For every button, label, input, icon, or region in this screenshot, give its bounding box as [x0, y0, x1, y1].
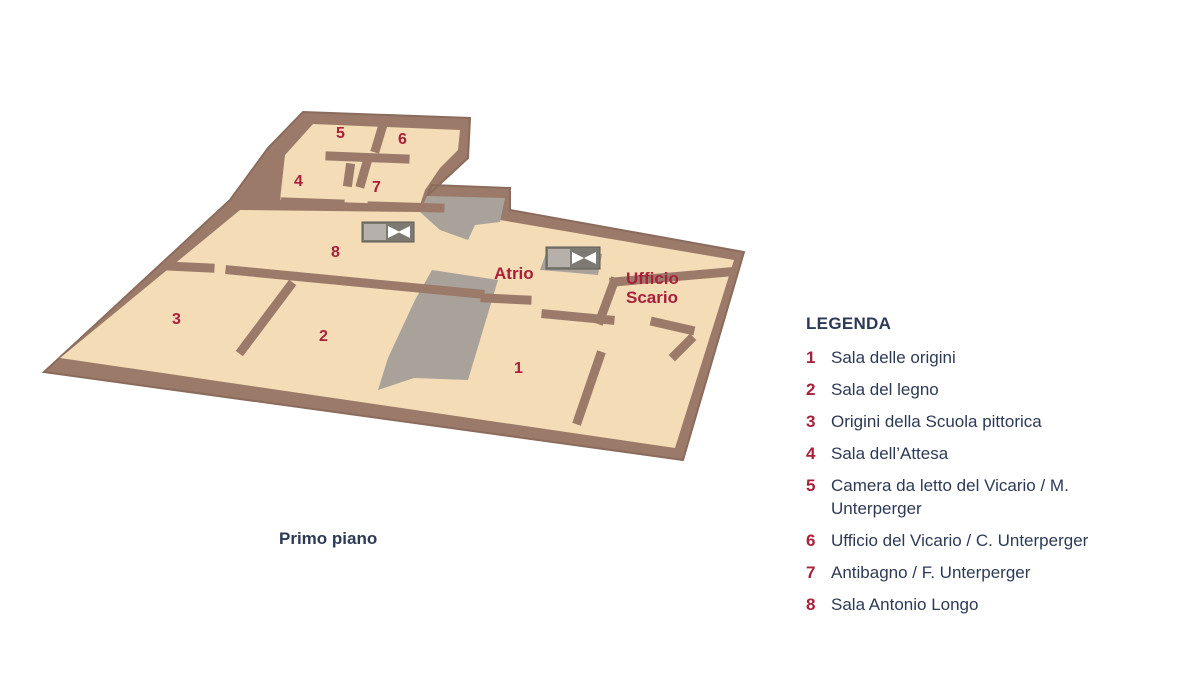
room-label-3: 3 [172, 311, 181, 328]
legend-item: 8 Sala Antonio Longo [806, 593, 1186, 616]
room-label-atrio: Atrio [494, 264, 534, 283]
legend-item-label: Sala Antonio Longo [831, 595, 979, 614]
legend: LEGENDA 1 Sala delle origini 2 Sala del … [806, 314, 1186, 625]
legend-item-number: 8 [806, 595, 816, 614]
legend-item-number: 5 [806, 476, 816, 495]
legend-item-label: Sala del legno [831, 380, 939, 399]
legend-item-number: 2 [806, 380, 816, 399]
legend-item: 1 Sala delle origini [806, 346, 1186, 369]
room-label-ufficio-scario: Ufficio [626, 269, 679, 288]
floor-caption: Primo piano [279, 529, 378, 548]
legend-item-label: Sala delle origini [831, 348, 956, 367]
legend-item: 6 Ufficio del Vicario / C. Unterperger [806, 529, 1186, 552]
stairs-icon [361, 221, 415, 243]
legend-item-number: 3 [806, 412, 816, 431]
legend-item-label: Origini della Scuola pittorica [831, 412, 1042, 431]
room-label-4: 4 [294, 173, 303, 190]
room-label-1: 1 [514, 360, 523, 377]
legend-item-label: Camera da letto del Vicario / M. Unterpe… [831, 476, 1069, 518]
room-label-6: 6 [398, 131, 407, 148]
legend-item: 5 Camera da letto del Vicario / M. Unter… [806, 474, 1186, 520]
interior-walls [162, 122, 733, 426]
legend-list: 1 Sala delle origini 2 Sala del legno 3 … [806, 346, 1186, 616]
elevator-icon [545, 246, 601, 270]
room-label-7: 7 [372, 179, 381, 196]
legend-item-label: Antibagno / F. Unterperger [831, 563, 1031, 582]
room-label-8: 8 [331, 244, 340, 261]
legend-item-number: 7 [806, 563, 816, 582]
service-core [378, 270, 498, 390]
legend-title: LEGENDA [806, 314, 892, 333]
legend-item-number: 1 [806, 348, 816, 367]
legend-item-number: 4 [806, 444, 816, 463]
legend-item: 7 Antibagno / F. Unterperger [806, 561, 1186, 584]
room-label-2: 2 [319, 328, 328, 345]
legend-item-label: Ufficio del Vicario / C. Unterperger [831, 531, 1089, 550]
legend-item-label: Sala dell’Attesa [831, 444, 949, 463]
legend-item: 4 Sala dell’Attesa [806, 442, 1186, 465]
legend-item: 2 Sala del legno [806, 378, 1186, 401]
legend-item: 3 Origini della Scuola pittorica [806, 410, 1186, 433]
legend-item-number: 6 [806, 531, 816, 550]
room-label-5: 5 [336, 125, 345, 142]
room-label-ufficio-scario-line2: Scario [626, 288, 678, 307]
